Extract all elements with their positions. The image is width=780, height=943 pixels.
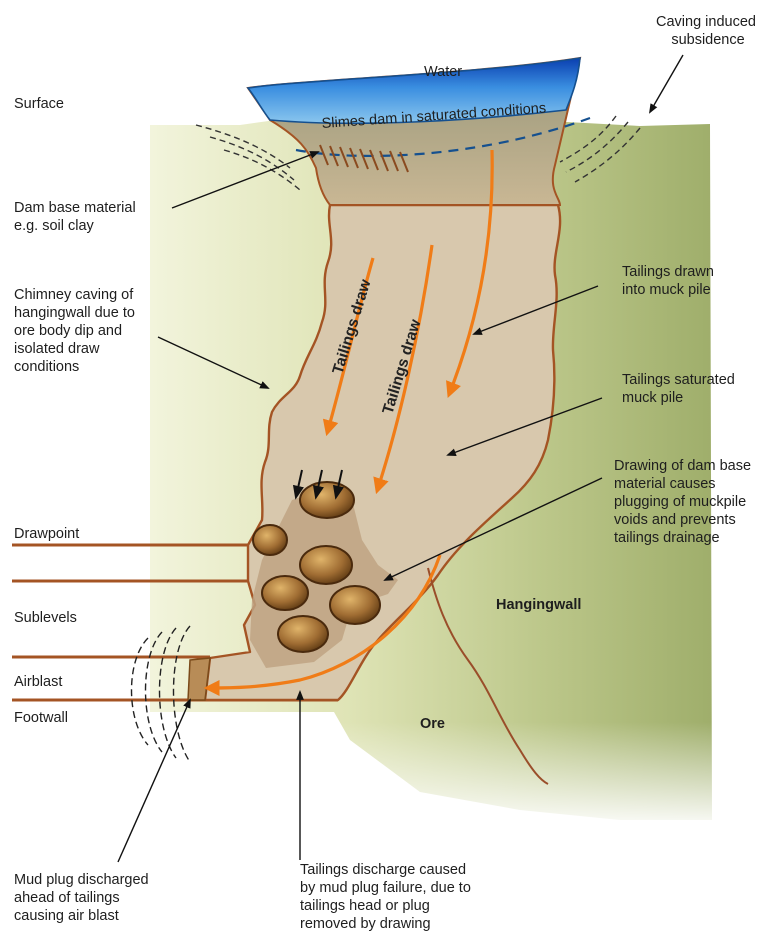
- surface-label: Surface: [14, 96, 64, 112]
- ore-label: Ore: [420, 716, 445, 732]
- water-label: Water: [424, 64, 462, 80]
- rock: [300, 482, 354, 518]
- leader-caving-subsidence: [650, 55, 683, 112]
- rock: [278, 616, 328, 652]
- drawpoint-label: Drawpoint: [14, 526, 79, 542]
- chimney-label: Chimney caving of hangingwall due to ore…: [14, 287, 139, 375]
- tailings-discharge-label: Tailings discharge caused by mud plug fa…: [300, 862, 475, 932]
- rock: [253, 525, 287, 555]
- drawing-dam-base-label: Drawing of dam base material causes plug…: [614, 458, 755, 546]
- airblast-label: Airblast: [14, 674, 62, 690]
- footwall-label: Footwall: [14, 710, 68, 726]
- sublevels-label: Sublevels: [14, 610, 77, 626]
- mud-plug-label: Mud plug discharged ahead of tailings ca…: [14, 872, 153, 924]
- caving-subsidence-label: Caving induced subsidence: [656, 14, 760, 48]
- rock: [300, 546, 352, 584]
- rock: [330, 586, 380, 624]
- hangingwall-label: Hangingwall: [496, 597, 581, 613]
- rock: [262, 576, 308, 610]
- dam-base-label: Dam base material e.g. soil clay: [14, 200, 140, 234]
